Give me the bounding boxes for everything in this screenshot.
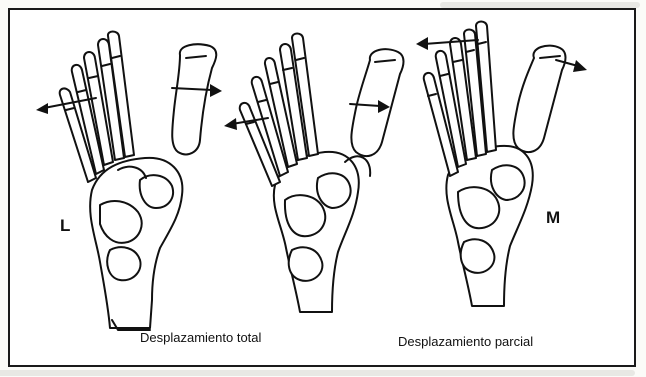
label-lateral: L — [60, 216, 70, 236]
label-medial: M — [546, 208, 560, 228]
caption-total-displacement: Desplazamiento total — [140, 330, 261, 345]
foot-right — [416, 22, 587, 307]
foot-left — [36, 32, 222, 331]
caption-partial-displacement: Desplazamiento parcial — [398, 334, 533, 349]
foot-middle — [224, 34, 404, 313]
